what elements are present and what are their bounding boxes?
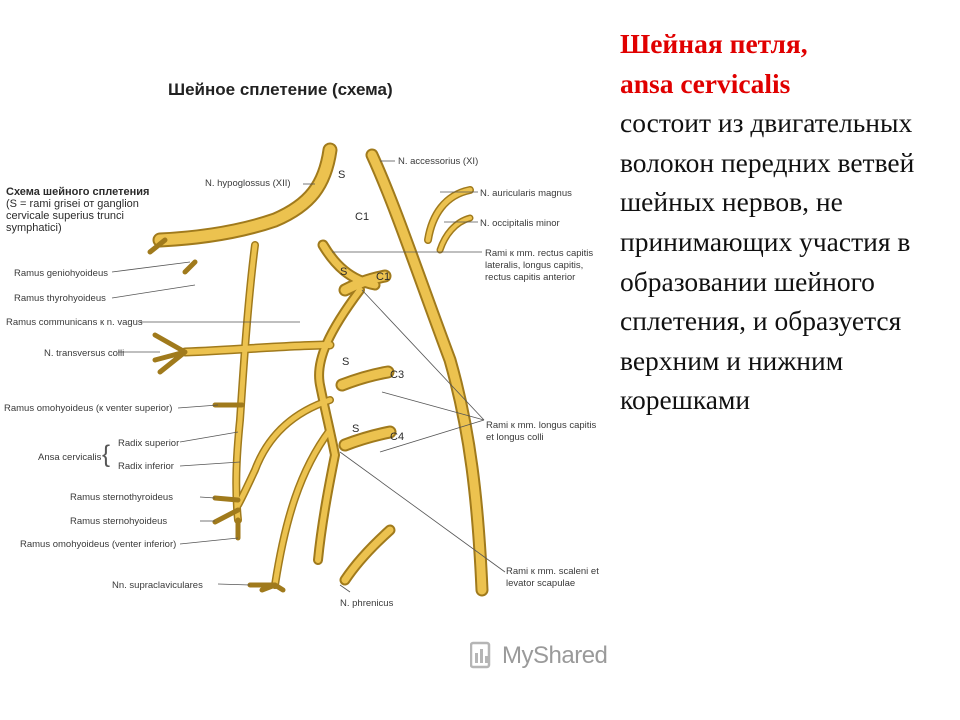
label-rami-scaleni-2: levator scapulae [506, 578, 575, 589]
accessory-nerve [367, 150, 487, 595]
watermark-text: MyShared [502, 642, 608, 669]
label-rami-rectus-1: Rami к mm. rectus capitis [485, 248, 593, 259]
segment-c3: C3 [390, 369, 404, 381]
occipitalis-outline [436, 214, 474, 254]
label-ansa: Ansa cervicalis [38, 452, 102, 463]
transverse-fan [152, 332, 188, 375]
label-sternothyroideus: Ramus sternothyroideus [70, 492, 173, 503]
description-body: состоит из двигательных волокон передних… [620, 107, 915, 416]
label-occipitalis: N. occipitalis minor [480, 218, 560, 229]
label-rami-rectus-2: lateralis, longus capitis, [485, 260, 583, 271]
thyrohyoid-branch [182, 259, 198, 275]
label-rami-scaleni-1: Rami к mm. scaleni et [506, 566, 599, 577]
radix-inferior [235, 397, 333, 508]
phrenic [341, 526, 394, 584]
label-phrenicus: N. phrenicus [340, 598, 394, 609]
leader-lines [111, 160, 506, 593]
hypoglossal-nerve [154, 144, 336, 246]
label-accessorius: N. accessorius (XI) [398, 156, 478, 167]
myshared-logo-icon [470, 641, 491, 669]
segment-s-3: S [342, 356, 349, 368]
label-omohyoideus-inf: Ramus omohyoideus (venter inferior) [20, 539, 176, 550]
label-rami-rectus-3: rectus capitis anterior [485, 272, 575, 283]
segment-s-2: S [340, 266, 347, 278]
sternohyoid-branch [212, 507, 241, 525]
label-transversus: N. transversus colli [44, 348, 124, 359]
label-auricularis: N. auricularis magnus [480, 188, 572, 199]
label-sternohyoideus: Ramus sternohyoideus [70, 516, 167, 527]
plexus-trunk [315, 287, 363, 563]
supraclavicular-fan [247, 582, 286, 593]
descendens [233, 242, 258, 523]
scheme-legend-heading: Схема шейного сплетения [6, 186, 150, 198]
segment-c1-upper: C1 [355, 211, 369, 223]
figure-title: Шейное сплетение (схема) [168, 80, 393, 99]
c2-root [340, 271, 390, 295]
segment-s-1: S [338, 169, 345, 181]
nerve-fills [154, 144, 487, 595]
scheme-legend-note: (S = rami grisei от ganglion cervicale s… [6, 198, 139, 234]
label-rami-longus-2: et longus colli [486, 432, 544, 443]
label-radix-sup: Radix superior [118, 438, 179, 449]
watermark: MyShared [470, 636, 608, 676]
description-heading-1: Шейная петля, [620, 28, 808, 59]
ansa-brace: { [102, 441, 110, 468]
geniohyoid-branch [147, 237, 168, 255]
label-omohyoideus-sup: Ramus omohyoideus (к venter superior) [4, 403, 172, 414]
segment-c4: C4 [390, 431, 404, 443]
label-supraclaviculares: Nn. supraclaviculares [112, 580, 203, 591]
label-radix-inf: Radix inferior [118, 461, 174, 472]
label-geniohyoideus: Ramus geniohyoideus [14, 268, 108, 279]
label-thyrohyoideus: Ramus thyrohyoideus [14, 293, 106, 304]
branch-tips [147, 237, 286, 593]
occipitalis-nerve [438, 216, 472, 252]
description-heading-2: ansa cervicalis [620, 67, 791, 99]
label-hypoglossus: N. hypoglossus (XII) [205, 178, 291, 189]
sternothyroid-branch [212, 495, 241, 503]
c4-root [340, 427, 395, 450]
description-text: Шейная петля, ansa cervicalis состоит из… [620, 24, 950, 420]
label-rami-longus-1: Rami к mm. longus capitis [486, 420, 597, 431]
transverse-colli [182, 342, 333, 355]
segment-c1-lower: C1 [376, 271, 390, 283]
label-communicans: Ramus communicans к n. vagus [6, 317, 143, 328]
supraclavicular [272, 427, 333, 588]
c3-root [337, 367, 393, 390]
segment-s-4: S [352, 423, 359, 435]
scheme-legend: Схема шейного сплетения (S = rami grisei… [6, 186, 176, 234]
cervical-plexus-diagram: N. hypoglossus (XII) N. accessorius (XI)… [4, 142, 599, 609]
